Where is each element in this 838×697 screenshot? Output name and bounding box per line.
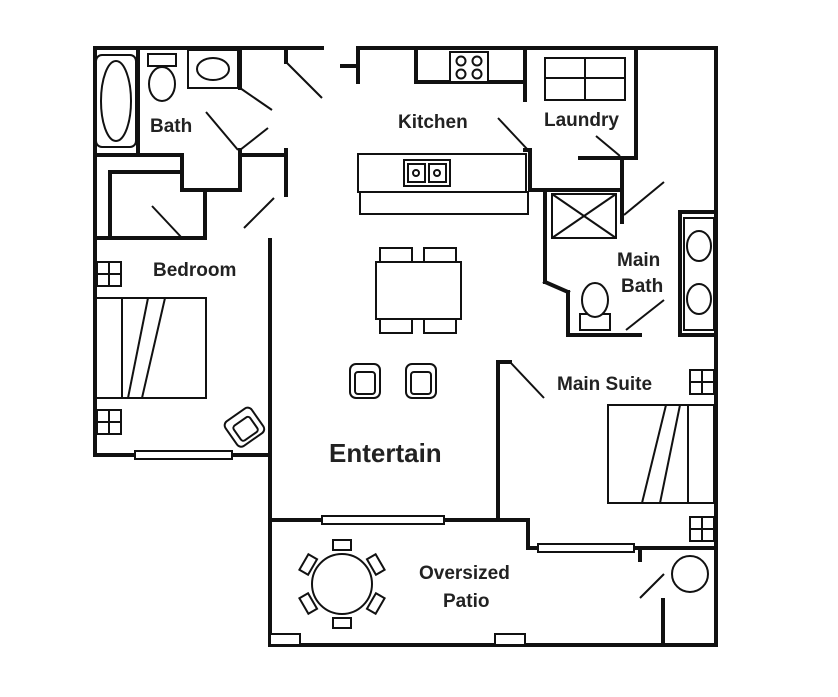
dining-table-icon [375, 247, 462, 334]
bath-label: Bath [150, 116, 192, 137]
entertain-label: Entertain [329, 438, 442, 468]
toilet-icon [579, 282, 611, 331]
armchair-icon [349, 363, 381, 399]
bedroom-label: Bedroom [153, 260, 236, 281]
bed-icon [95, 261, 207, 435]
washer-dryer-icon [544, 57, 626, 101]
bathtub-icon [95, 54, 137, 148]
bed-icon [607, 369, 715, 542]
armchair-icon [405, 363, 437, 399]
armchair-icon [223, 406, 266, 448]
laundry-label: Laundry [544, 110, 619, 131]
main-bath-label-line2: Bath [621, 276, 663, 297]
toilet-icon [147, 53, 177, 102]
doors [151, 61, 665, 599]
water-heater-icon [671, 555, 709, 593]
round-table-icon [298, 539, 386, 629]
stove-icon [449, 51, 489, 83]
main-suite-label: Main Suite [557, 374, 652, 395]
double-sink-icon [683, 217, 715, 331]
windows [134, 450, 635, 646]
patio-label-line1: Oversized [419, 563, 510, 584]
kitchen-label: Kitchen [398, 112, 468, 133]
patio-label-line2: Patio [443, 591, 489, 612]
sink-icon [187, 49, 239, 89]
shower-icon [551, 193, 617, 239]
kitchen-island [357, 153, 529, 215]
main-bath-label-line1: Main [617, 250, 660, 271]
room-labels: Bath Kitchen Laundry Bedroom Main Bath M… [150, 110, 663, 612]
